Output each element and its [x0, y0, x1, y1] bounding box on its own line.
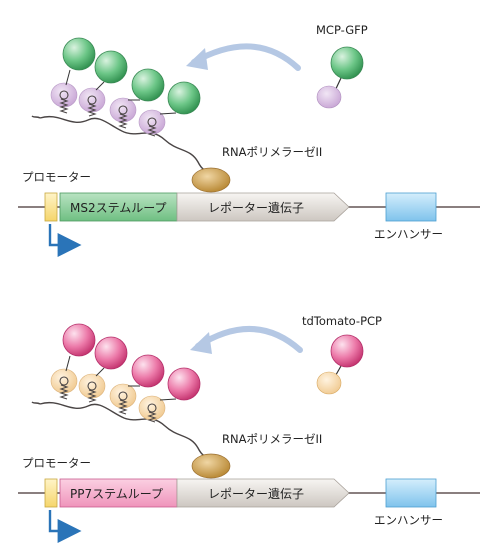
rna-polymerase — [191, 453, 231, 479]
free-coat-protein — [316, 85, 342, 109]
polymerase-label: RNAポリメラーゼII — [222, 432, 322, 446]
panel-pp7: tdTomato-PCP — [18, 314, 480, 543]
bound-tdtomato — [62, 323, 96, 357]
reporter-gene — [176, 478, 350, 508]
rna-polymerase — [191, 167, 231, 193]
free-fluorescent-protein — [330, 46, 364, 80]
enhancer-label: エンハンサー — [374, 227, 443, 241]
tss-arrow — [48, 510, 82, 543]
promoter-box — [44, 478, 58, 508]
enhancer-box — [385, 192, 437, 222]
free-coat-protein — [316, 371, 342, 395]
bound-tdtomato — [131, 354, 165, 388]
free-fluorescent-protein — [330, 334, 364, 368]
reporter-label: レポーター遺伝子 — [208, 486, 304, 501]
panel-ms2: MCP-GFP — [18, 23, 480, 257]
stemloop-cassette — [59, 192, 178, 222]
binding-arrow — [191, 43, 301, 71]
binding-arrow — [195, 325, 303, 353]
nascent-rna — [39, 115, 213, 172]
enhancer-box — [385, 478, 437, 508]
promoter-box — [44, 192, 58, 222]
promoter-label: プロモーター — [22, 456, 91, 470]
bound-gfp — [62, 37, 96, 71]
tss-arrow — [48, 224, 82, 257]
polymerase-label: RNAポリメラーゼII — [222, 145, 322, 159]
promoter-label: プロモーター — [22, 170, 91, 184]
stemloop-label: PP7ステムループ — [70, 487, 163, 501]
stemloop-cassette — [59, 478, 178, 508]
bound-tdtomato — [167, 367, 201, 401]
stemloop-complexes — [50, 37, 201, 137]
nascent-rna — [39, 401, 213, 458]
binding-arrowhead — [186, 48, 208, 70]
fusion-label: MCP-GFP — [316, 23, 368, 37]
enhancer-label: エンハンサー — [374, 513, 443, 527]
bound-tdtomato — [94, 336, 128, 370]
stemloop-complexes — [50, 323, 201, 423]
binding-arrowhead — [190, 332, 212, 354]
bound-gfp — [167, 81, 201, 115]
stemloop-label: MS2ステムループ — [70, 201, 167, 215]
reporter-label: レポーター遺伝子 — [208, 200, 304, 215]
fusion-label: tdTomato-PCP — [302, 314, 382, 328]
bound-gfp — [94, 50, 128, 84]
reporter-gene — [176, 192, 350, 222]
bound-gfp — [131, 68, 165, 102]
